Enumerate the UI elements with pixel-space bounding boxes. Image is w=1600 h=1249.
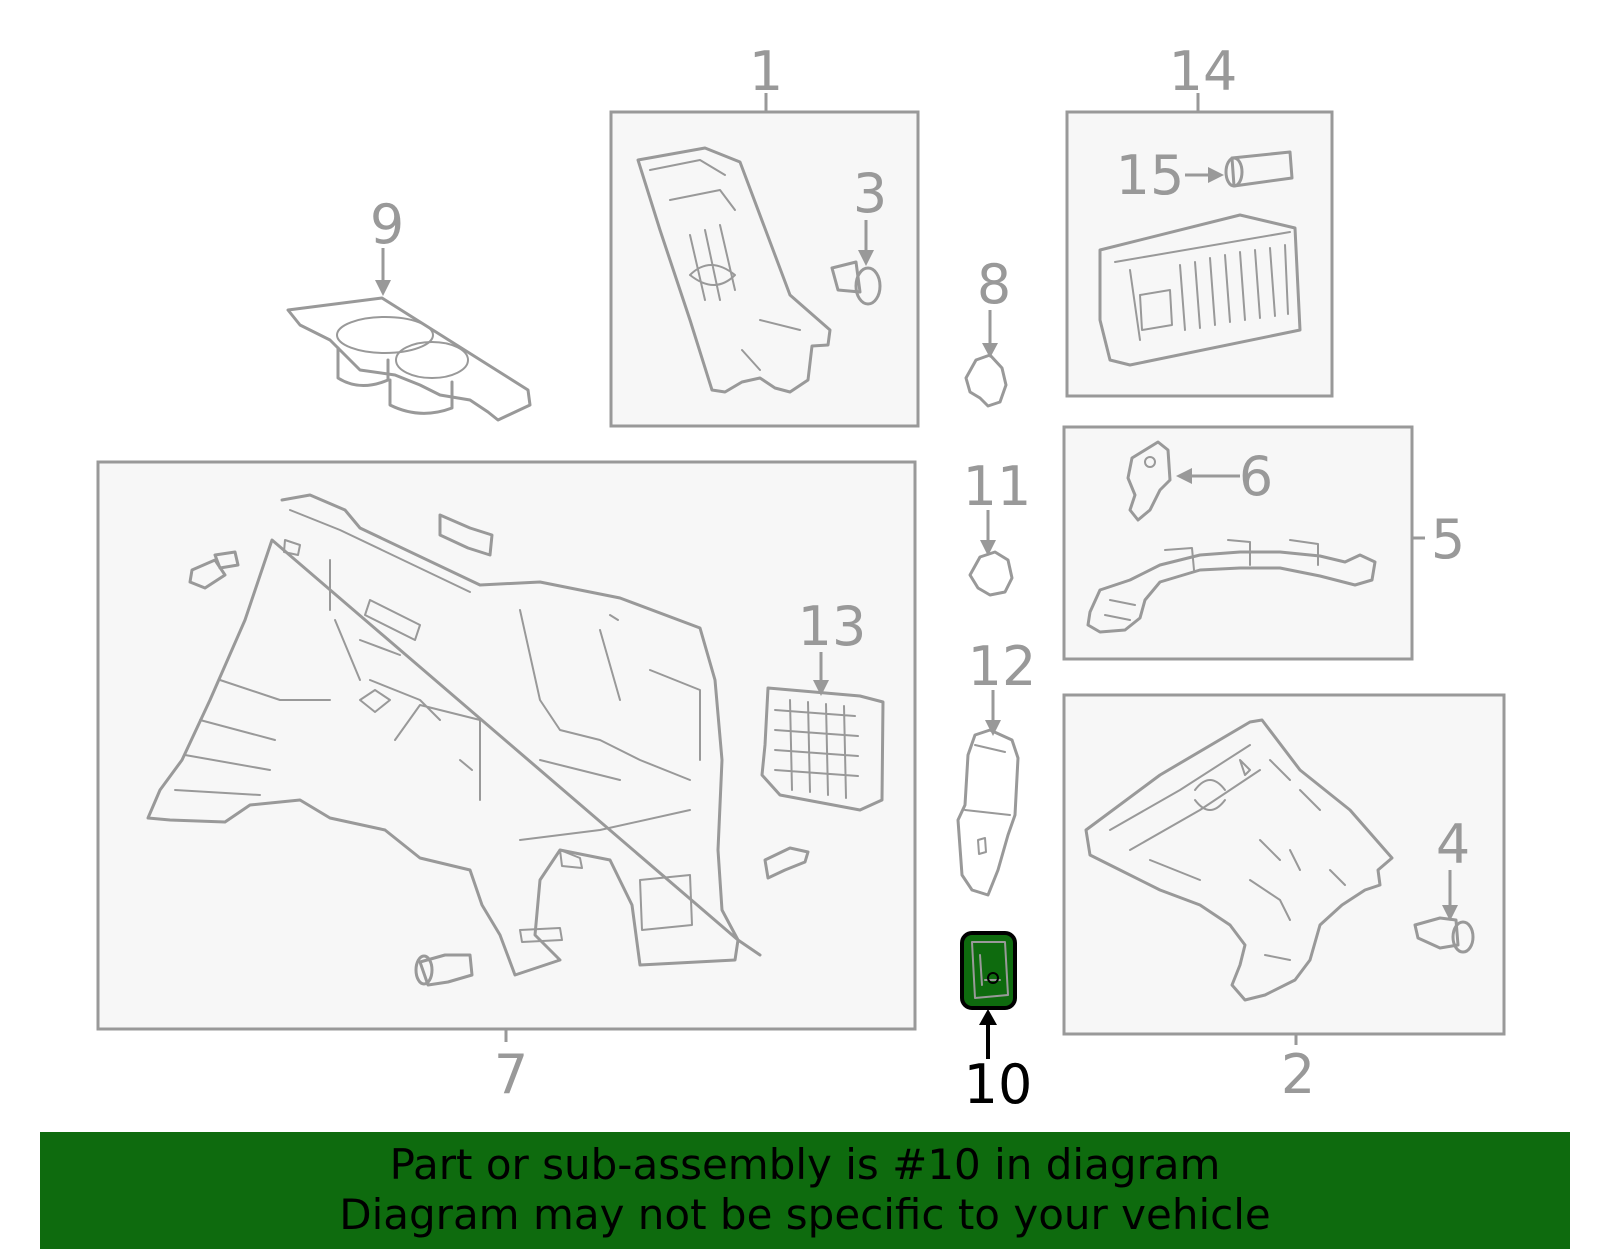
part-2-box — [1062, 693, 1506, 1036]
part-15-bulb[interactable] — [1224, 150, 1294, 188]
part-2-group[interactable]: 4 2 — [1062, 693, 1506, 1106]
part-12-group[interactable]: 12 — [956, 635, 1037, 897]
part-13-vent[interactable]: 13 — [760, 595, 885, 812]
part-5-box — [1062, 425, 1414, 661]
part-14-detail — [1114, 231, 1291, 341]
part-14-group[interactable]: 14 15 — [1065, 40, 1334, 398]
callout-2: 2 — [1281, 1043, 1315, 1106]
part-14-lamp[interactable] — [1098, 213, 1302, 367]
callout-6: 6 — [1239, 445, 1273, 508]
part-1-pillar-trim[interactable] — [636, 146, 832, 394]
part-5-group[interactable]: 6 5 — [1062, 425, 1465, 661]
part-2-lower-trim[interactable] — [1084, 718, 1394, 1002]
part-1-detail — [649, 159, 801, 371]
callout-9: 9 — [370, 193, 404, 256]
part-7-detail — [174, 509, 701, 943]
part-14-box — [1065, 110, 1334, 398]
callout-13: 13 — [798, 595, 867, 658]
part-7-quarter-trim[interactable] — [146, 493, 762, 977]
callout-12: 12 — [968, 635, 1037, 698]
part-10-group[interactable]: 10 — [960, 931, 1033, 1116]
part-11-group[interactable]: 11 — [963, 455, 1032, 597]
part-7-box — [96, 460, 917, 1031]
part-9-console-tray[interactable] — [286, 296, 532, 422]
banner-line-part-number: Part or sub-assembly is #10 in diagram — [389, 1140, 1221, 1189]
part-7-group[interactable]: 13 7 — [96, 460, 917, 1106]
callout-11: 11 — [963, 455, 1032, 518]
callout-7: 7 — [494, 1043, 528, 1106]
part-8-clip[interactable] — [964, 353, 1008, 408]
part-7-small-clips — [188, 513, 810, 987]
callout-15: 15 — [1116, 144, 1185, 207]
part-9-group[interactable]: 9 — [286, 193, 532, 422]
part-6-bracket[interactable] — [1126, 440, 1172, 522]
part-2-detail — [1109, 744, 1346, 961]
callout-8: 8 — [977, 253, 1011, 316]
part-4-clip[interactable] — [1413, 916, 1475, 954]
part-11-clip[interactable] — [968, 550, 1014, 597]
part-8-group[interactable]: 8 — [964, 253, 1011, 408]
callout-3: 3 — [853, 162, 887, 225]
callout-5: 5 — [1431, 508, 1465, 571]
info-banner: Part or sub-assembly is #10 in diagram D… — [40, 1132, 1570, 1249]
callout-14: 14 — [1169, 40, 1238, 103]
part-12-cover[interactable] — [956, 728, 1020, 897]
part-3-clip[interactable] — [830, 260, 882, 306]
banner-line-disclaimer: Diagram may not be specific to your vehi… — [339, 1190, 1271, 1239]
callout-10: 10 — [964, 1053, 1033, 1116]
callout-1: 1 — [749, 40, 783, 103]
callout-4: 4 — [1436, 813, 1470, 876]
part-1-group[interactable]: 1 3 — [609, 40, 920, 428]
